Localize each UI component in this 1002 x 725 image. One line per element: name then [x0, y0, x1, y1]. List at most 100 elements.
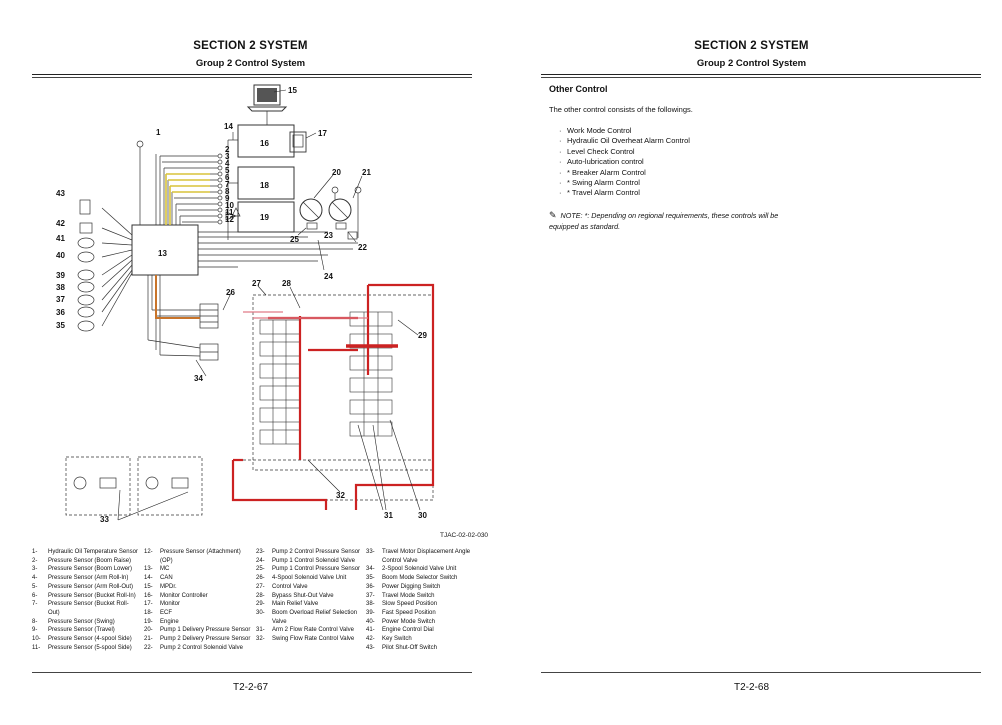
callout-12: 12 [225, 215, 234, 224]
page-number: T2-2-67 [232, 682, 268, 693]
list-item: Hydraulic Oil Overheat Alarm Control [559, 136, 690, 147]
legend-item: 18-ECF [144, 609, 172, 616]
legend-item: 27-Control Valve [256, 583, 308, 590]
callout-21: 21 [362, 168, 371, 177]
pencil-icon: ✎ [549, 210, 557, 220]
footer-rule [541, 672, 981, 673]
legend-column-4: 33-Travel Motor Displacement Angle Contr… [366, 548, 476, 652]
callout-13: 13 [158, 249, 167, 258]
header-rule [541, 74, 981, 75]
header-rule-thin [541, 77, 981, 78]
callout-9: 9 [225, 194, 230, 203]
list-item: Auto-lubrication control [559, 157, 690, 168]
callout-36: 36 [56, 308, 65, 317]
legend-item: 35-Boom Mode Selector Switch [366, 575, 458, 582]
legend-item: 32-Swing Flow Rate Control Valve [256, 636, 355, 643]
legend-item: 15-MPDr. [144, 583, 177, 590]
list-item: Level Check Control [559, 147, 690, 158]
callout-6: 6 [225, 173, 230, 182]
legend-item: 1-Hydraulic Oil Temperature Sensor [32, 549, 138, 555]
callout-34: 34 [194, 374, 203, 383]
left-page: SECTION 2 SYSTEM Group 2 Control System [32, 40, 489, 693]
legend-item: 25-Pump 1 Control Pressure Sensor [256, 566, 361, 573]
legend-item: 13-MC [144, 566, 170, 573]
legend-item: 31-Arm 2 Flow Rate Control Valve [256, 627, 354, 634]
legend-item: 21-Pump 2 Delivery Pressure Sensor [144, 636, 251, 643]
legend-item: 33-Travel Motor Displacement Angle Contr… [366, 549, 471, 564]
legend-item: 34-2-Spool Solenoid Valve Unit [366, 566, 457, 573]
callout-43: 43 [56, 189, 65, 198]
callout-16: 16 [260, 139, 269, 148]
legend-column-2: 12-Pressure Sensor (Attachment) (OP) 13-… [144, 548, 252, 652]
callout-17: 17 [318, 129, 327, 138]
legend-item: 16-Monitor Controller [144, 592, 208, 599]
legend-item: 17-Monitor [144, 601, 181, 608]
legend-item: 20-Pump 1 Delivery Pressure Sensor [144, 627, 251, 634]
callout-33: 33 [100, 515, 109, 524]
legend-item: 6-Pressure Sensor (Bucket Roll-In) [32, 592, 136, 599]
legend-item: 4-Pressure Sensor (Arm Roll-In) [32, 575, 129, 582]
legend-item: 41-Engine Control Dial [366, 627, 434, 634]
legend-item: 42-Key Switch [366, 636, 412, 643]
control-list: Work Mode Control Hydraulic Oil Overheat… [559, 126, 690, 199]
callout-19: 19 [260, 213, 269, 222]
callout-22: 22 [358, 243, 367, 252]
legend-column-1: 1-Hydraulic Oil Temperature Sensor 2-Pre… [32, 548, 140, 652]
figure-id: TJAC-02-02-030 [440, 532, 489, 539]
group-title: Group 2 Control System [696, 58, 807, 69]
callout-31: 31 [384, 511, 393, 520]
group-title: Group 2 Control System [195, 58, 306, 69]
legend-item: 23-Pump 2 Control Pressure Sensor [256, 549, 361, 555]
note-text: *: Depending on regional requirements, t… [549, 211, 779, 231]
legend-item: 10-Pressure Sensor (4-spool Side) [32, 636, 132, 643]
callout-41: 41 [56, 234, 65, 243]
page-number: T2-2-68 [733, 682, 769, 693]
legend-item: 39-Fast Speed Position [366, 609, 436, 616]
callout-1: 1 [156, 128, 161, 137]
callout-39: 39 [56, 271, 65, 280]
list-item: * Swing Alarm Control [559, 178, 690, 189]
callout-25: 25 [290, 235, 299, 244]
callout-40: 40 [56, 251, 65, 260]
callout-28: 28 [282, 279, 291, 288]
legend-item: 3-Pressure Sensor (Boom Lower) [32, 566, 133, 573]
legend-item: 22-Pump 2 Control Solenoid Valve [144, 644, 243, 651]
callout-35: 35 [56, 321, 65, 330]
callout-29: 29 [418, 331, 427, 340]
legend-item: 11-Pressure Sensor (5-spool Side) [32, 644, 132, 651]
callout-14: 14 [224, 122, 233, 131]
callout-2: 2 [225, 145, 230, 154]
callout-18: 18 [260, 181, 269, 190]
callout-11: 11 [225, 208, 234, 217]
callout-8: 8 [225, 187, 230, 196]
callout-30: 30 [418, 511, 427, 520]
legend-item: 38-Slow Speed Position [366, 601, 438, 608]
legend-item: 26-4-Spool Solenoid Valve Unit [256, 575, 347, 582]
legend-item: 9-Pressure Sensor (Travel) [32, 627, 115, 634]
callout-7: 7 [225, 180, 230, 189]
legend-item: 19-Engine [144, 618, 179, 625]
list-item: * Travel Alarm Control [559, 188, 690, 199]
callout-5: 5 [225, 166, 230, 175]
callout-4: 4 [225, 159, 230, 168]
legend-item: 29-Main Relief Valve [256, 601, 319, 608]
legend-item: 40-Power Mode Switch [366, 618, 436, 625]
right-page: SECTION 2 SYSTEM Group 2 Control System … [501, 0, 1002, 725]
legend-item: 30-Boom Overload Relief Selection Valve [256, 609, 358, 625]
callout-10: 10 [225, 201, 234, 210]
legend-item: 24-Pump 1 Control Solenoid Valve [256, 557, 355, 564]
header-rule [32, 74, 472, 75]
callout-20: 20 [332, 168, 341, 177]
callout-3: 3 [225, 152, 230, 161]
list-item: Work Mode Control [559, 126, 690, 137]
legend-column-3: 23-Pump 2 Control Pressure Sensor 24-Pum… [256, 548, 364, 644]
header-rule-thin [32, 77, 472, 78]
section-title: SECTION 2 SYSTEM [193, 40, 308, 52]
callout-15: 15 [288, 86, 297, 95]
section-title: SECTION 2 SYSTEM [694, 40, 809, 52]
callout-23: 23 [324, 231, 333, 240]
intro-text: The other control consists of the follow… [549, 105, 693, 114]
callout-26: 26 [226, 288, 235, 297]
legend-item: 7-Pressure Sensor (Bucket Roll-Out) [32, 601, 129, 616]
callout-32: 32 [336, 491, 345, 500]
